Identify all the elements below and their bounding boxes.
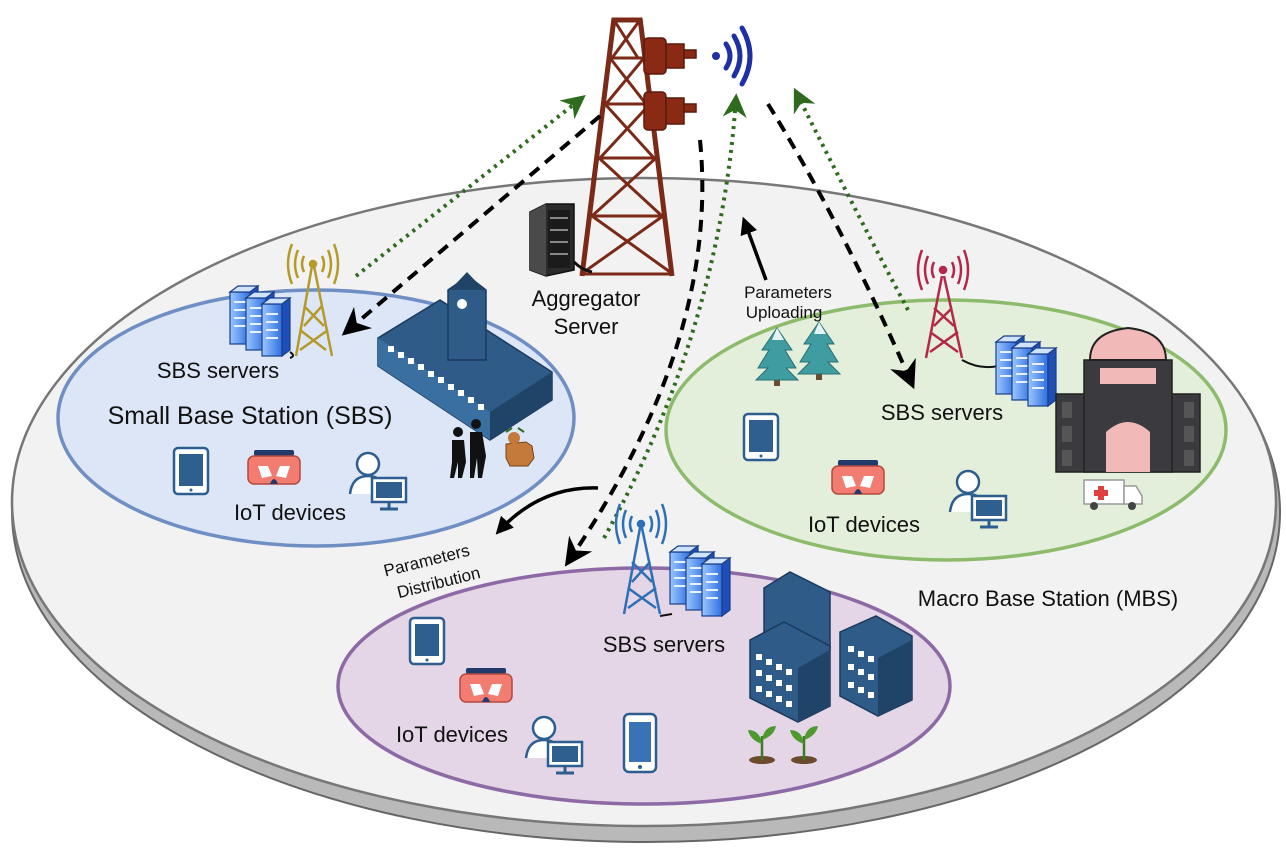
sbs-servers-label-right: SBS servers — [881, 400, 1003, 425]
pedestrians-icon — [450, 419, 486, 478]
tablet-icon — [408, 616, 446, 666]
downlink-arrow-left — [341, 114, 602, 336]
tablet-icon — [742, 412, 780, 462]
ambulance-icon — [1083, 479, 1143, 510]
server-stack-icon — [229, 285, 294, 359]
downlink-arrow-right — [766, 102, 916, 390]
vr-headset-icon — [247, 449, 301, 485]
tower-antenna-icon — [643, 37, 697, 131]
sbs-servers-label-bottom: SBS servers — [603, 632, 725, 657]
aggregator-label-line2: Server — [554, 314, 619, 339]
antenna-tower-icon — [916, 249, 999, 369]
iot-devices-label-left: IoT devices — [234, 500, 346, 525]
uplink-arrow-right — [793, 87, 910, 311]
server-rack-icon — [529, 203, 593, 277]
sbs-title-label: Small Base Station (SBS) — [108, 402, 393, 430]
mbs-label: Macro Base Station (MBS) — [918, 586, 1178, 611]
distribution-arrow — [495, 486, 599, 535]
iot-devices-label-bottom: IoT devices — [396, 722, 508, 747]
downlink-arrow-bottom — [564, 139, 705, 567]
dog-icon — [505, 427, 535, 467]
smartphone-icon — [622, 712, 658, 774]
sbs-servers-label-left: SBS servers — [157, 358, 279, 383]
uplink-arrow-bottom — [602, 93, 747, 539]
uploading-label-line2: Uploading — [746, 303, 823, 322]
building-icon — [749, 571, 913, 723]
vr-headset-icon — [831, 459, 885, 495]
iot-devices-label-right: IoT devices — [808, 512, 920, 537]
uploading-arrow — [740, 216, 768, 281]
aggregator-label-line1: Aggregator — [532, 286, 641, 311]
vr-headset-icon — [459, 667, 513, 703]
building-icon — [377, 272, 553, 441]
wifi-signal-icon — [712, 25, 753, 87]
building-icon — [1055, 326, 1201, 473]
antenna-tower-icon — [614, 503, 673, 617]
tablet-icon — [172, 446, 210, 496]
uploading-label-line1: Parameters — [744, 283, 832, 302]
antenna-tower-icon — [286, 243, 340, 357]
